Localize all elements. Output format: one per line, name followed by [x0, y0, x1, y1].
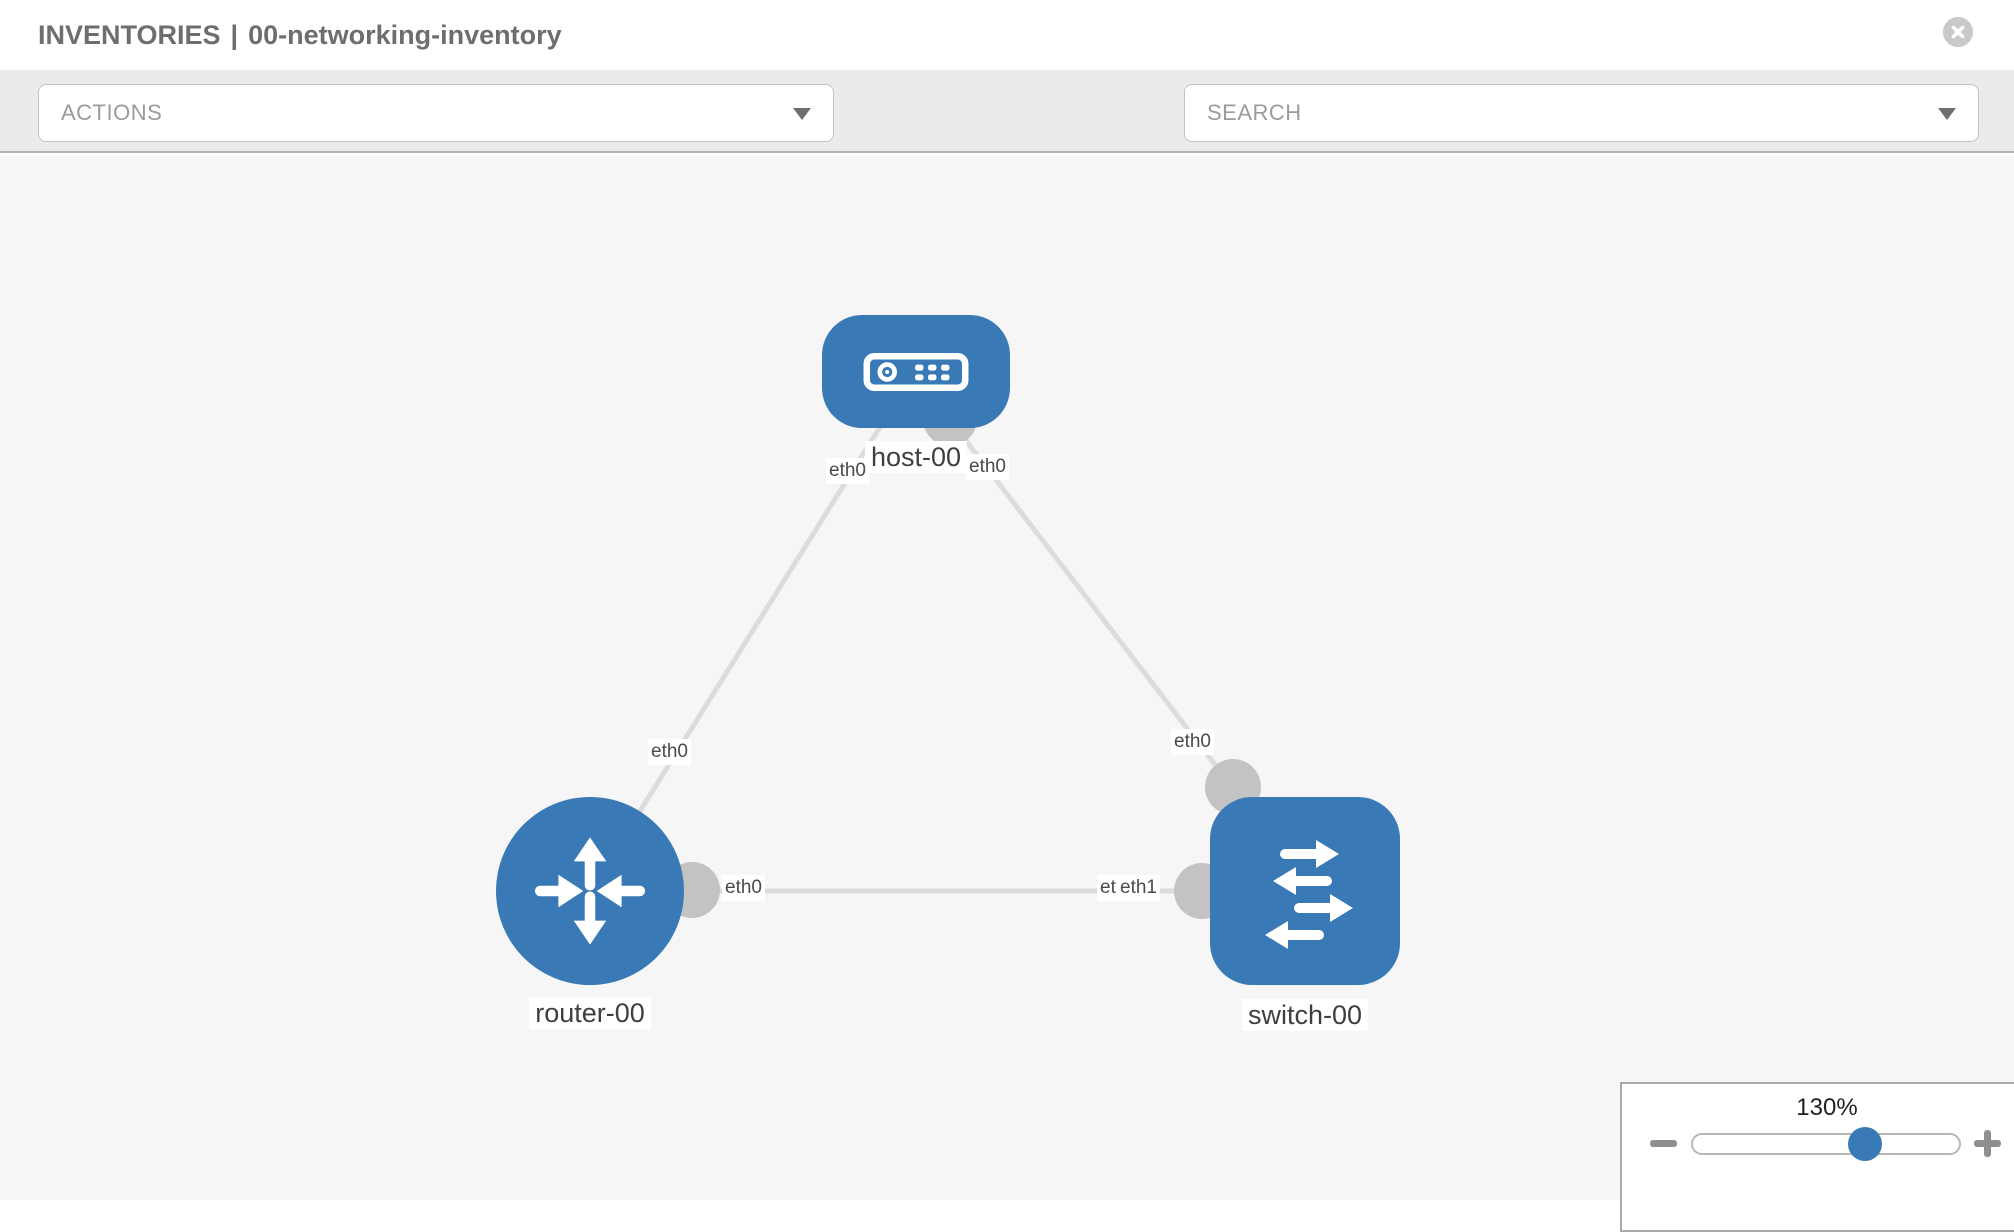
close-button[interactable] [1943, 17, 1973, 47]
chevron-down-icon [793, 108, 811, 120]
node-label-host: host-00 [864, 441, 968, 474]
interface-label-switch-uplink: eth0 [1171, 729, 1214, 755]
node-label-switch: switch-00 [1241, 999, 1369, 1032]
page-title: INVENTORIES | 00-networking-inventory [38, 20, 562, 51]
host-icon [863, 352, 969, 391]
node-router-00[interactable] [496, 797, 684, 985]
zoom-in-button[interactable] [1974, 1130, 2001, 1157]
actions-dropdown[interactable]: ACTIONS [38, 84, 834, 142]
link-host-switch[interactable] [948, 418, 1235, 790]
topology-links [587, 418, 1235, 894]
close-icon [1951, 25, 1965, 39]
zoom-control-panel: 130% [1620, 1082, 2014, 1232]
router-icon [534, 837, 646, 945]
zoom-slider[interactable] [1691, 1127, 1961, 1161]
node-switch-00[interactable] [1210, 797, 1400, 985]
toolbar: ACTIONS SEARCH [0, 70, 2014, 199]
actions-dropdown-label: ACTIONS [61, 100, 163, 125]
zoom-out-button[interactable] [1650, 1140, 1677, 1147]
search-dropdown[interactable]: SEARCH [1184, 84, 1979, 142]
interface-label-host-left: eth0 [826, 458, 869, 484]
breadcrumb-section: INVENTORIES [38, 19, 221, 50]
zoom-slider-thumb[interactable] [1848, 1127, 1882, 1161]
inventory-name: 00-networking-inventory [248, 19, 562, 50]
interface-label-router-uplink: eth0 [648, 739, 691, 765]
zoom-percentage: 130% [1796, 1094, 1858, 1121]
interface-label-router-right: eth0 [722, 875, 765, 901]
topology-canvas[interactable]: host-00 router-00 switch-00 eth0 eth0 et… [0, 155, 2014, 1200]
search-dropdown-label: SEARCH [1207, 100, 1302, 125]
title-bar: INVENTORIES | 00-networking-inventory [0, 0, 2014, 70]
interface-label-host-right: eth0 [966, 454, 1009, 480]
node-host-00[interactable] [822, 315, 1010, 428]
switch-icon [1265, 840, 1353, 949]
interface-label-switch-left: eth1 [1117, 875, 1160, 901]
node-label-router: router-00 [529, 997, 651, 1030]
chevron-down-icon [1938, 108, 1956, 120]
breadcrumb-separator: | [230, 19, 239, 50]
